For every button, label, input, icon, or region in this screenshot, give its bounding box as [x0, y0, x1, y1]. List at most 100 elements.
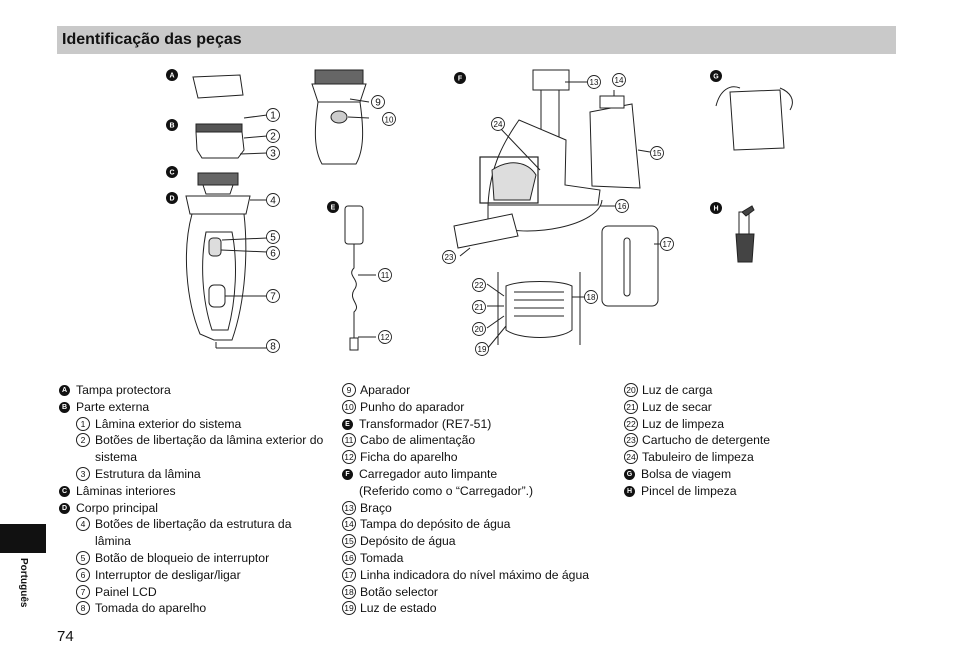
number-17-icon: 17	[342, 567, 356, 582]
badge-c-icon: C	[59, 485, 70, 497]
number-10-icon: 10	[342, 399, 356, 414]
callout-4: 4	[270, 196, 276, 207]
number-6-icon: 6	[76, 567, 90, 582]
number-16-icon: 16	[342, 550, 356, 565]
callout-13: 13	[590, 78, 599, 87]
callout-8: 8	[270, 342, 276, 353]
badge-a-icon: A	[59, 385, 70, 396]
parts-illustration: A B C D E F G H 1 2 3 4 5 6 7 8 9 10 11 …	[166, 69, 793, 356]
badge-e: E	[331, 205, 336, 212]
callout-9: 9	[375, 98, 381, 109]
language-side-tab: Português	[0, 524, 46, 649]
callout-15: 15	[653, 149, 662, 158]
callout-14: 14	[615, 76, 624, 85]
callout-20: 20	[475, 325, 484, 334]
number-3-icon: 3	[76, 466, 90, 481]
number-18-icon: 18	[342, 584, 356, 599]
number-24-icon: 24	[624, 450, 638, 465]
number-9-icon: 9	[342, 383, 356, 397]
number-15-icon: 15	[342, 534, 356, 549]
number-1-icon: 1	[76, 416, 90, 431]
badge-d: D	[169, 196, 174, 203]
callout-21: 21	[475, 303, 484, 312]
callout-6: 6	[270, 249, 276, 260]
callout-16: 16	[618, 202, 627, 211]
number-20-icon: 20	[624, 383, 638, 397]
callout-24: 24	[494, 120, 503, 129]
number-4-icon: 4	[76, 517, 90, 532]
badge-c: C	[169, 170, 174, 177]
badge-g: G	[713, 74, 719, 81]
badge-d-icon: D	[59, 502, 70, 514]
number-5-icon: 5	[76, 550, 90, 565]
figure-number-callouts	[266, 73, 674, 356]
number-22-icon: 22	[624, 416, 638, 431]
number-11-icon: 11	[342, 433, 356, 448]
badge-b: B	[169, 123, 174, 130]
badge-a: A	[169, 73, 174, 80]
callout-18: 18	[587, 293, 596, 302]
callout-17: 17	[663, 240, 672, 249]
badge-f: F	[458, 76, 463, 83]
callout-5: 5	[270, 233, 276, 244]
callout-10: 10	[385, 116, 394, 125]
callout-2: 2	[270, 132, 276, 143]
number-23-icon: 23	[624, 433, 638, 448]
badge-b-icon: B	[59, 401, 70, 413]
callout-22: 22	[475, 281, 484, 290]
number-14-icon: 14	[342, 517, 356, 532]
page-number: 74	[57, 628, 74, 645]
number-19-icon: 19	[342, 601, 356, 616]
number-21-icon: 21	[624, 399, 638, 414]
badge-g-icon: G	[624, 468, 635, 480]
callout-3: 3	[270, 149, 276, 160]
callout-11: 11	[381, 271, 390, 280]
callout-7: 7	[270, 292, 276, 303]
figure-letter-badges: A B C D E F G H	[166, 69, 722, 214]
list-item-continuation: (Referido como o “Carregador”.)	[359, 483, 534, 498]
number-8-icon: 8	[76, 601, 90, 616]
number-13-icon: 13	[342, 500, 356, 515]
number-2-icon: 2	[76, 433, 90, 448]
callout-1: 1	[270, 111, 276, 122]
number-12-icon: 12	[342, 450, 356, 465]
callout-19: 19	[478, 345, 487, 354]
callout-12: 12	[381, 333, 390, 342]
badge-f-icon: F	[342, 468, 353, 480]
list-item-continuation: lâmina	[95, 534, 131, 549]
section-title-bar: Identificação das peças	[57, 26, 896, 54]
badge-e-icon: E	[342, 418, 353, 430]
